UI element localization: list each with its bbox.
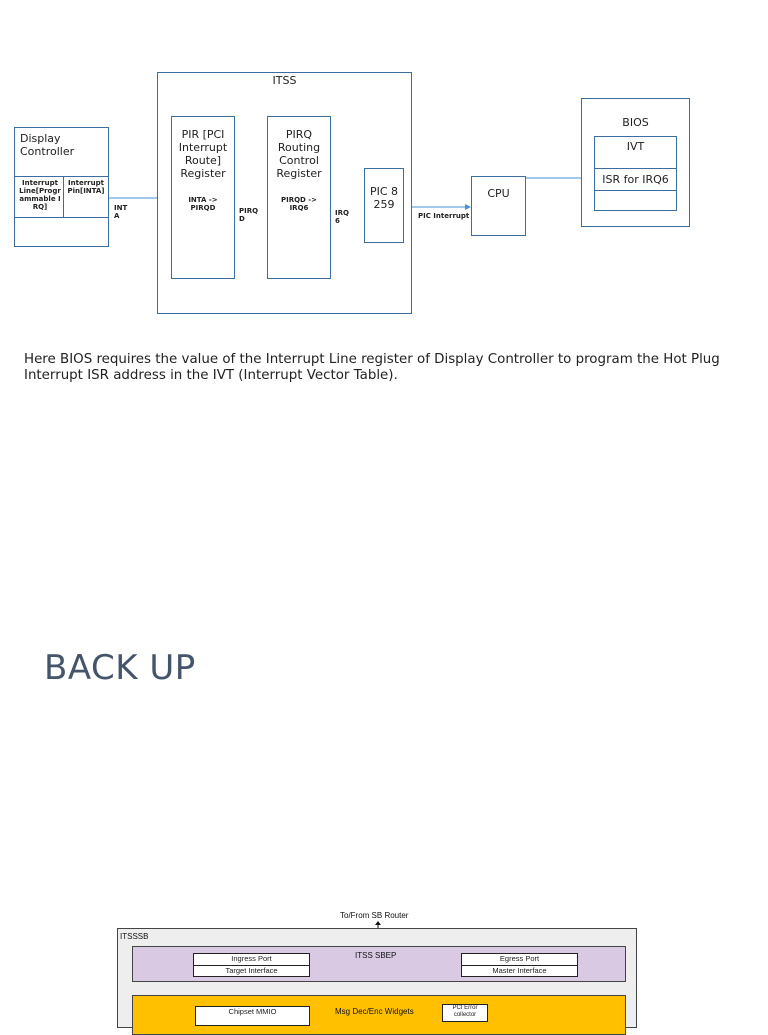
isr-irq6-entry: ISR for IRQ6 — [602, 173, 669, 186]
itss-title: ITSS — [272, 74, 297, 87]
pir-mapping: INTA -> PIRQD — [188, 196, 218, 212]
bios-title: BIOS — [622, 116, 649, 129]
cpu-label: CPU — [487, 187, 510, 200]
divider — [15, 217, 108, 218]
chipset-mmio-box: Chipset MMIO — [195, 1006, 310, 1026]
pci-error-collector-box: PCI Error collector — [442, 1004, 488, 1022]
itss-sbep-label: ITSS SBEP — [355, 951, 397, 960]
pir-register-box: PIR [PCI Interrupt Route] Register INTA … — [171, 116, 235, 279]
explanation-note: Here BIOS requires the value of the Inte… — [24, 352, 720, 383]
pic-8259-box: PIC 8259 — [364, 168, 404, 243]
ivt-box: IVT ISR for IRQ6 — [594, 136, 677, 211]
cpu-box: CPU — [471, 176, 526, 236]
ingress-port-label: Ingress Port — [194, 954, 309, 966]
divider — [595, 168, 676, 169]
display-controller-box: Display Controller Interrupt Line[Progra… — [14, 127, 109, 247]
inta-label: INT A — [114, 204, 128, 220]
egress-port-box: Egress Port Master Interface — [461, 953, 578, 977]
irq6-label: IRQ 6 — [335, 209, 349, 225]
pir-register-title: PIR [PCI Interrupt Route] Register — [178, 128, 228, 180]
interrupt-line-register: Interrupt Line[Programmable IRQ] — [19, 179, 61, 211]
interrupt-pin-register: Interrupt Pin[INTA] — [67, 179, 105, 195]
divider — [15, 176, 108, 177]
pirq-mapping: PIRQD -> IRQ6 — [280, 196, 318, 212]
pirq-routing-box: PIRQ Routing Control Register PIRQD -> I… — [267, 116, 331, 279]
pirq-routing-title: PIRQ Routing Control Register — [276, 128, 322, 180]
ivt-title: IVT — [626, 140, 645, 153]
egress-port-label: Egress Port — [462, 954, 577, 966]
pirqd-label: PIRQ D — [239, 207, 259, 223]
ingress-port-box: Ingress Port Target Interface — [193, 953, 310, 977]
itsssb-label: ITSSSB — [120, 932, 149, 941]
pic-8259-label: PIC 8259 — [369, 185, 399, 211]
msg-widgets-label: Msg Dec/Enc Widgets — [335, 1007, 414, 1016]
target-interface-label: Target Interface — [225, 966, 278, 975]
router-label: To/From SB Router — [340, 911, 409, 920]
divider — [595, 190, 676, 191]
section-title: BACK UP — [44, 648, 196, 688]
pic-interrupt-label: PIC Interrupt — [418, 212, 470, 220]
divider — [63, 176, 64, 217]
master-interface-label: Master Interface — [492, 966, 547, 975]
display-controller-title: Display Controller — [20, 132, 75, 158]
